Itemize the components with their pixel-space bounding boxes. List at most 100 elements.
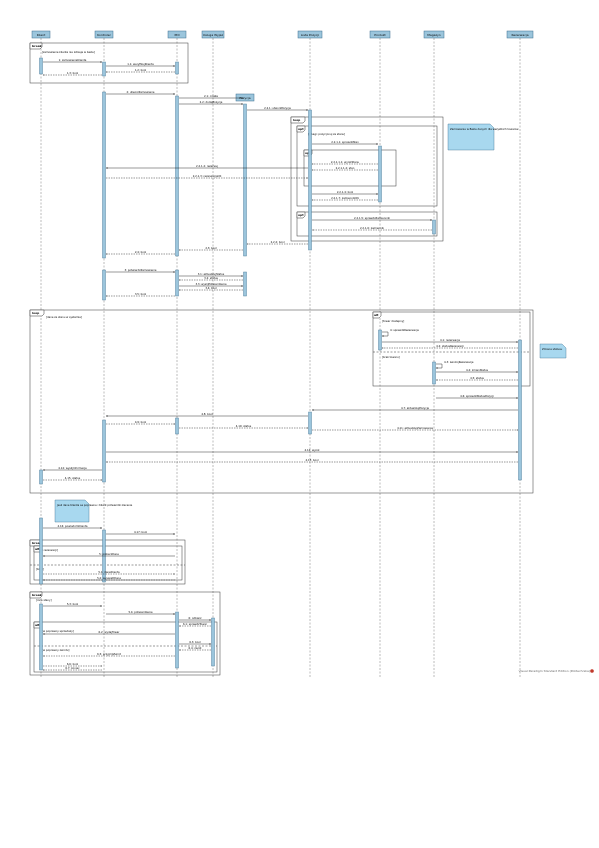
message-arrow[interactable]: 2.2.1.4: bool (312, 190, 378, 195)
message-arrow[interactable]: 4.17: bool (106, 530, 175, 535)
message-arrow[interactable]: 1: zamowienieKlienta (43, 58, 102, 63)
message-arrow[interactable]: 2.2: dodajPozycje (179, 100, 243, 105)
message-arrow[interactable]: 4.11: aktualizujZamowienie (312, 426, 518, 430)
message-label: 2.1: create (204, 94, 218, 98)
message-label: 5.4: potwierdzenie (128, 610, 153, 614)
lifeline-label: Usluga Wyjaz (203, 33, 224, 37)
message-arrow[interactable]: 6: odbierz (179, 616, 211, 621)
message-arrow[interactable]: 2.2.2: bool (247, 240, 308, 244)
fragment-label: opt (305, 151, 311, 155)
message-label: 5.3: bool (67, 602, 79, 606)
message-arrow[interactable]: 3.2: status (179, 276, 243, 280)
fragment-label: opt (298, 213, 304, 217)
message-label: 3.4: bool (205, 286, 217, 290)
message-arrow[interactable]: 4.6: sprawdzStatusPozycji (436, 394, 518, 399)
message-arrow[interactable]: 4.8: bool (106, 412, 308, 417)
message-arrow[interactable]: 4.12: wynik (106, 448, 518, 453)
fragment-opt-3: opt (296, 211, 438, 237)
message-arrow[interactable]: 2.3: bool (179, 246, 243, 250)
lifeline-pdi[interactable]: PDI (167, 30, 187, 39)
message-arrow[interactable]: 5.3: bool (43, 602, 102, 607)
message-arrow[interactable]: 4.13: bool (106, 458, 518, 462)
message-arrow[interactable]: 2.2.1.3: rezerwacjaOK (106, 174, 308, 178)
message-arrow[interactable]: 4.14: wyslijInformacje (43, 466, 102, 471)
fragment-guard: [zamowienie klienta nie istnieje w bazie… (42, 50, 95, 54)
message-arrow[interactable]: 2.2.1.1.2: stan (312, 166, 378, 170)
message-label: 2.2.1.6: zamiennik (360, 226, 385, 230)
message-label: 2.2.1.5: sprawdzZamienniki (354, 216, 390, 220)
message-label: 4.9: bool (135, 420, 147, 424)
message-arrow[interactable]: 2.4: bool (106, 250, 175, 254)
lifeline-pr[interactable]: Produkt (369, 30, 391, 39)
message-arrow[interactable]: 6.3: bool (179, 640, 211, 645)
message-arrow[interactable]: 6.4: zwrot (179, 646, 211, 650)
message-arrow[interactable]: 2.2.1.7: zamiennikOK (312, 196, 378, 200)
message-arrow[interactable]: 2.2.1.2: rezerwuj (106, 164, 308, 169)
message-arrow[interactable]: 1.1: weryfikujKlienta (106, 62, 175, 67)
message-label: 2.4: bool (135, 250, 147, 254)
message-arrow[interactable]: 3.3: wyslijPotwierdzenie (179, 282, 243, 287)
note-text: Zmiana statusu (542, 347, 563, 351)
object-pozycja[interactable]: Pozycja (235, 93, 255, 102)
fragment-guard: [towar dostepny] (382, 319, 404, 323)
message-arrow[interactable]: 2.2.1.6: zamiennik (312, 226, 432, 230)
message-arrow[interactable]: 4.4: zmienStatus (436, 368, 518, 373)
message-arrow[interactable]: 6.2: wydajTowar (43, 630, 175, 635)
message-arrow[interactable]: 5.2: wyswietlDane (43, 576, 175, 580)
message-arrow[interactable]: 4.7: aktualizujPozycje (312, 406, 518, 411)
message-arrow[interactable]: 3.1: aktualizujStatus (179, 272, 243, 277)
message-arrow[interactable]: 2.2.1.1.1: wynikStanu (312, 160, 378, 164)
message-arrow[interactable]: 4.16: powiadomKlienta (43, 524, 102, 529)
note-2: Zmiana statusu (539, 343, 567, 359)
lifeline-res[interactable]: Rezerwacja (506, 30, 534, 39)
message-arrow[interactable]: 5: pobierzDane (43, 552, 175, 557)
message-arrow[interactable]: 5.4: potwierdzenie (106, 610, 175, 615)
message-label: 3.3: wyslijPotwierdzenie (195, 282, 226, 286)
message-arrow[interactable]: 6.1: sprawdzTowar (179, 622, 211, 626)
message-line (382, 331, 389, 337)
message-arrow[interactable]: 2.2.1.1: sprawdzStan (312, 140, 378, 145)
message-label: 5: pobierzDane (99, 552, 119, 556)
message-arrow[interactable]: 4.1: rezerwacja (382, 338, 518, 343)
message-label: 2.2.1.1.2: stan (336, 166, 355, 170)
lifeline-klient[interactable]: Klient (31, 30, 51, 39)
message-arrow[interactable]: 4.15: status (43, 476, 102, 480)
fragment-guard: [w poprawny zwrotu] (42, 648, 69, 652)
message-label: 2.2.1.1.1: wynikStanu (331, 160, 360, 164)
message-label: 2.2.1.3: rezerwacjaOK (193, 174, 222, 178)
message-arrow[interactable]: 4.5: status (436, 376, 518, 380)
message-label: 1.2: bool (135, 68, 147, 72)
message-arrow[interactable]: 4.2: statusRezerwacji (382, 344, 518, 348)
fragment-label: break (32, 541, 43, 545)
message-arrow[interactable]: 3: potwierdzZamowienie (106, 268, 175, 273)
message-arrow[interactable]: 6.6: bool (43, 662, 102, 666)
message-arrow[interactable]: 4.9: bool (106, 420, 175, 424)
fragment-guard: [brak rezerwacji] (36, 548, 58, 552)
message-label: 6.7: koniec (65, 666, 80, 670)
message-arrow[interactable]: 2.2.1: utworzPozycje (247, 106, 308, 111)
message-arrow[interactable]: 1.2: bool (106, 68, 175, 72)
message-label: 2.3: bool (205, 246, 217, 250)
lifeline-usluga[interactable]: Usluga Wyjaz (201, 30, 225, 39)
message-arrow[interactable]: 5.1: daneKlienta (43, 570, 175, 574)
message-arrow[interactable]: 6.7: koniec (43, 666, 102, 670)
message-arrow[interactable]: 2.1: create (179, 94, 243, 99)
message-arrow[interactable]: 3.5: bool (106, 292, 175, 296)
message-arrow[interactable]: 6.5: przyjmijZwrot (43, 652, 175, 656)
lifeline-kontroler[interactable]: Kontroler (94, 30, 114, 39)
message-arrow[interactable]: 3.4: bool (179, 286, 243, 290)
message-arrow[interactable]: 4: sprawdzRezerwacje (382, 328, 419, 337)
message-arrow[interactable]: 4.10: status (179, 424, 308, 428)
message-arrow[interactable]: 1.3: bool (43, 71, 102, 75)
lifeline-label: Rezerwacja (511, 33, 528, 37)
message-label: 4.15: status (65, 476, 81, 480)
footer-text: Visual Paradigm Standard Edition (Polite… (519, 669, 590, 673)
lifeline-lp[interactable]: Lista Pozycji (297, 30, 323, 39)
message-arrow[interactable]: 2.2.1.5: sprawdzZamienniki (312, 216, 432, 221)
message-arrow[interactable]: 2: utworzZamowienie (106, 90, 175, 95)
message-arrow[interactable]: 4.3: zwolnijRezerwacje (436, 360, 474, 369)
fragment-guard: [inne stany] (36, 598, 52, 602)
messages: 1: zamowienieKlienta 1.1: weryfikujKlient… (43, 58, 518, 670)
lifeline-mag[interactable]: Magazyn (423, 30, 445, 39)
message-label: 2.2: dodajPozycje (200, 100, 223, 104)
